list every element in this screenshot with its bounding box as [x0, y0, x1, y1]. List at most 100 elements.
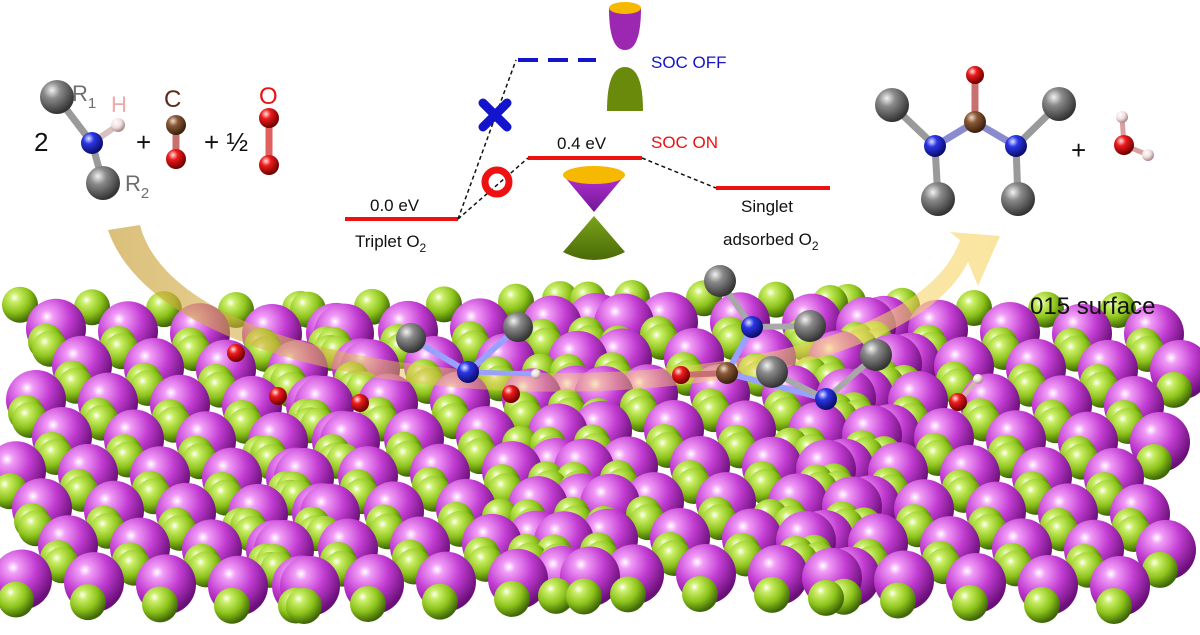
adsorbed-carbon-atom [396, 323, 426, 353]
adsorbed-carbonyl-carbon [716, 362, 738, 384]
urea-methyl-carbon [1042, 87, 1076, 121]
singlet-label: Singlet [741, 197, 793, 216]
forbidden-cross-icon [478, 98, 512, 132]
adsorbed-carbon-atom [704, 265, 736, 297]
urea-carbonyl-oxygen [966, 66, 984, 84]
plus-sign-products: + [1071, 135, 1086, 165]
slab-green-atom [422, 583, 458, 620]
slab-green-atom [1096, 587, 1132, 624]
slab-green-atom [1156, 371, 1192, 408]
slab-green-atom [286, 587, 322, 624]
slab-green-atom [0, 581, 34, 618]
adsorbed-species [227, 265, 983, 412]
adsorbed-o2-label: adsorbed O2 [723, 230, 819, 253]
slab-green-atom [610, 576, 646, 613]
amine-coefficient: 2 [34, 127, 48, 157]
slab-green-atom [1024, 586, 1060, 623]
adsorbed-hydrogen-atom [531, 369, 541, 379]
relax-path [641, 157, 717, 189]
adsorbed-nitrogen-atom [741, 316, 763, 338]
slab-green-atom [758, 281, 794, 318]
r2-label: R2 [125, 171, 149, 202]
adsorbed-oxygen-atom [269, 387, 287, 405]
triplet-energy-label: 0.0 eV [370, 196, 420, 215]
adsorbed-carbon-atom [503, 312, 533, 342]
adsorbed-carbon-atom [794, 310, 826, 342]
slab-green-atom [214, 587, 250, 624]
slab-green-atom [70, 584, 106, 621]
co-carbon-atom [166, 115, 186, 135]
soc-on-label: SOC ON [651, 133, 718, 152]
upper-band-gapped [609, 8, 641, 50]
nitrogen-atom [81, 132, 103, 154]
slab-green-atom [682, 576, 718, 613]
soc-off-path [457, 59, 517, 220]
products: + [875, 66, 1154, 216]
upper-band-cap [609, 2, 641, 14]
r1-carbon-atom [40, 80, 74, 114]
hydrogen-atom [111, 118, 125, 132]
adsorbed-oxygen-atom [949, 393, 967, 411]
carbon-label: C [164, 86, 181, 113]
o2-oxygen-atom [259, 108, 279, 128]
co-oxygen-atom [166, 149, 186, 169]
bond [467, 369, 537, 377]
slab-green-atom [952, 585, 988, 622]
oxygen-label: O [259, 83, 278, 110]
adsorbed-carbon-atom [756, 356, 788, 388]
slab-green-atom [808, 579, 844, 616]
reactants-equation: 2 R1 H R2 + C + ½ O [34, 80, 279, 202]
lower-band-gapped [607, 67, 643, 111]
slab-green-atom [2, 286, 38, 323]
015-surface-slab [0, 280, 1200, 624]
urea-nitrogen-atom [924, 135, 946, 157]
slab-green-atom [754, 576, 790, 613]
adsorbed-carbon-atom [860, 339, 892, 371]
r1-label: R1 [72, 81, 96, 112]
adsorbed-oxygen-atom [227, 344, 245, 362]
slab-green-atom [1142, 551, 1178, 588]
adsorbed-oxygen-atom [351, 394, 369, 412]
slab-green-atom [1136, 443, 1172, 480]
adsorbed-nitrogen-atom [457, 361, 479, 383]
water-hydrogen-atom [1116, 111, 1128, 123]
slab-green-atom [142, 586, 178, 623]
water-hydrogen-atom [1142, 149, 1154, 161]
allowed-ring-icon [481, 166, 513, 198]
adsorbed-nitrogen-atom [815, 388, 837, 410]
soc-off-label: SOC OFF [651, 53, 727, 72]
o2-oxygen-atom [259, 155, 279, 175]
adsorbed-hydrogen-atom [973, 374, 983, 384]
surface-label: 015 surface [1030, 293, 1155, 320]
half-coefficient: + ½ [204, 127, 248, 157]
slab-green-atom [538, 577, 574, 614]
water-oxygen-atom [1114, 135, 1134, 155]
dirac-cone-cap [563, 166, 625, 184]
urea-methyl-carbon [1001, 182, 1035, 216]
energy-diagram: 0.0 eV Triplet O2 0.4 eV SOC OFF SOC ON … [345, 2, 830, 260]
slab-green-atom [1028, 291, 1064, 328]
soc-on-path [457, 157, 529, 220]
plus-sign: + [136, 127, 151, 157]
slab-green-atom [1100, 291, 1136, 328]
h-label: H [111, 92, 127, 117]
adsorbed-oxygen-atom [672, 366, 690, 384]
urea-methyl-carbon [875, 88, 909, 122]
triplet-o2-label: Triplet O2 [355, 232, 427, 255]
slab-green-atom [566, 578, 602, 615]
slab-green-atom [426, 286, 462, 323]
urea-carbonyl-carbon [964, 111, 986, 133]
slab-green-atom [494, 580, 530, 617]
slab-green-atom [498, 283, 534, 320]
dirac-cone-lower [563, 216, 625, 260]
adsorbed-oxygen-atom [502, 385, 520, 403]
soc-on-energy-label: 0.4 eV [557, 134, 607, 153]
dirac-cone-upper [563, 175, 625, 212]
slab-green-atom [350, 585, 386, 622]
reaction-pathway-arrow [108, 225, 1000, 392]
urea-methyl-carbon [921, 182, 955, 216]
r2-carbon-atom [86, 166, 120, 200]
urea-nitrogen-atom [1005, 135, 1027, 157]
slab-green-atom [880, 582, 916, 619]
